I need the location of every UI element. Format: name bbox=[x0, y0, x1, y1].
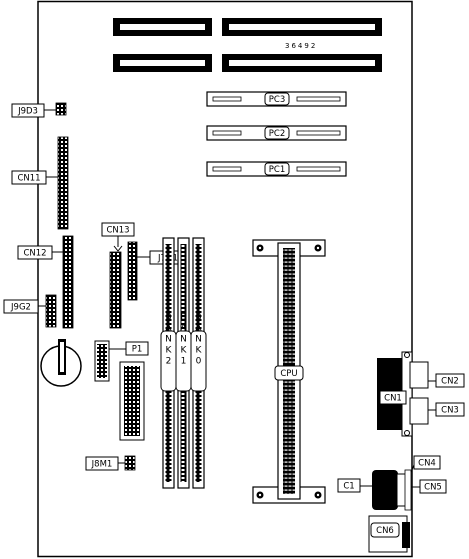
connector-cn13: CN13 bbox=[101, 222, 135, 329]
j9g2-label: J9G2 bbox=[10, 303, 31, 313]
j8m1-label: J8M1 bbox=[91, 460, 113, 470]
connector-cn3: CN3 bbox=[428, 402, 465, 417]
memory-bank-1: BANK1 bbox=[175, 237, 192, 489]
cn12-label: CN12 bbox=[23, 249, 46, 259]
jumper-j8m1: J8M1 bbox=[85, 455, 136, 471]
pc3-label: PC3 bbox=[269, 95, 285, 105]
power-header bbox=[119, 361, 145, 441]
connector-p1: P1 bbox=[94, 340, 149, 382]
c1-label: C1 bbox=[343, 482, 354, 492]
cn11-label: CN11 bbox=[17, 174, 40, 184]
pci-slot-pc3: PC3 bbox=[206, 91, 347, 107]
cn6-label: CN6 bbox=[376, 526, 394, 536]
bank1-label: BANK1 bbox=[179, 313, 189, 368]
bank0-label: BANK0 bbox=[194, 313, 204, 368]
pci-slot-pc1: PC1 bbox=[206, 161, 347, 177]
p1-label: P1 bbox=[132, 345, 143, 355]
board-outline bbox=[37, 0, 413, 558]
jumper-j9d3: J9D3 bbox=[11, 102, 67, 118]
pc1-label: PC1 bbox=[269, 165, 285, 175]
board-number: 36492 bbox=[285, 42, 317, 50]
cn5-label: CN5 bbox=[424, 483, 442, 493]
cn13-label: CN13 bbox=[106, 226, 129, 236]
pc2-label: PC2 bbox=[269, 129, 285, 139]
connector-cn11: CN11 bbox=[11, 136, 69, 230]
memory-bank-0: BANK0 bbox=[190, 237, 207, 489]
connector-cn4-cn5: CN4 CN5 bbox=[372, 455, 447, 511]
cn3-label: CN3 bbox=[441, 406, 459, 416]
pci-slot-pc2: PC2 bbox=[206, 125, 347, 141]
j9d3-label: J9D3 bbox=[17, 107, 38, 117]
battery bbox=[40, 339, 82, 387]
capacitor-c1: C1 bbox=[337, 478, 372, 493]
memory-bank-2: BANK2 bbox=[160, 237, 177, 489]
connector-cn1: CN1 bbox=[377, 351, 429, 437]
cpu-label: CPU bbox=[280, 369, 297, 379]
cn4-label: CN4 bbox=[418, 459, 436, 469]
cn1-label: CN1 bbox=[384, 394, 402, 404]
cn2-label: CN2 bbox=[441, 377, 459, 387]
connector-cn2: CN2 bbox=[428, 373, 465, 388]
connector-cn12: CN12 bbox=[17, 235, 74, 329]
isa-slots bbox=[113, 18, 382, 72]
cpu-slot: CPU bbox=[252, 239, 326, 504]
jumper-j9g2: J9G2 bbox=[3, 294, 57, 328]
connector-cn6: CN6 bbox=[368, 515, 410, 553]
bank2-label: BANK2 bbox=[164, 313, 174, 368]
